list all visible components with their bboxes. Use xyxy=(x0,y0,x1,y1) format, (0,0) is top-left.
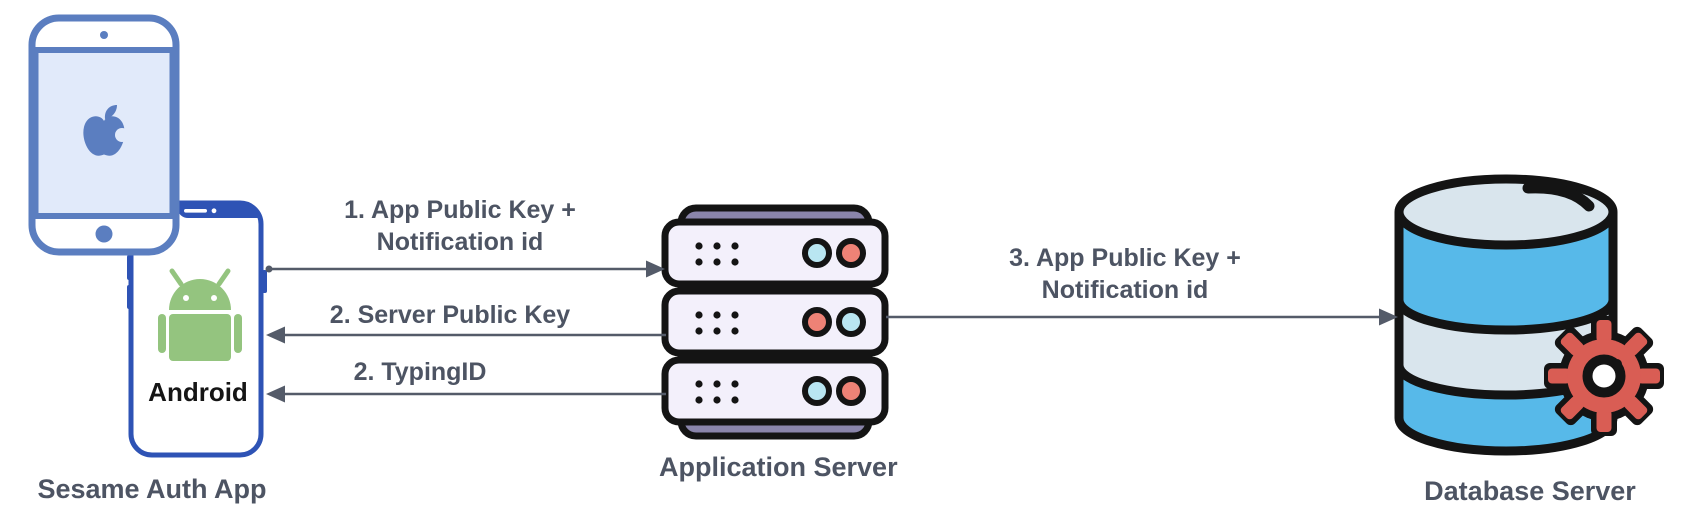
volume-button-1 xyxy=(127,255,132,280)
server-led-red xyxy=(836,376,866,406)
power-button xyxy=(262,270,267,293)
iphone-icon xyxy=(28,14,180,256)
apple-logo-icon xyxy=(83,105,129,156)
gear-icon xyxy=(1544,316,1664,436)
android-phone-icon xyxy=(127,200,267,458)
android-label: Android xyxy=(148,377,248,407)
server-led-blue xyxy=(802,376,832,406)
arrow-msg1-label-line1: 1. App Public Key + xyxy=(344,196,576,224)
server-led-blue xyxy=(802,238,832,268)
android-camera-dot xyxy=(211,208,217,214)
app-server-node-label: Application Server xyxy=(659,452,898,482)
iphone-camera-dot xyxy=(100,31,108,39)
server-unit-3 xyxy=(661,356,889,426)
arrow-msg1 xyxy=(265,260,665,278)
server-unit-1 xyxy=(661,218,889,288)
client-node-label: Sesame Auth App xyxy=(37,474,267,504)
arrow-msg4-label-line2: Notification id xyxy=(1041,276,1209,304)
arrow-msg4 xyxy=(886,308,1398,326)
db-server-node-label: Database Server xyxy=(1424,476,1636,506)
arrow-msg1-label-line2: Notification id xyxy=(376,228,544,256)
server-led-blue xyxy=(836,307,866,337)
arrow-msg3-label: 2. TypingID xyxy=(353,358,487,386)
android-robot-icon xyxy=(158,268,242,361)
database-server-icon xyxy=(1394,174,1664,456)
server-unit-2 xyxy=(661,287,889,357)
arrow-msg4-label: 3. App Public Key + Notification id xyxy=(975,242,1275,306)
arrow-msg2-label: 2. Server Public Key xyxy=(329,301,571,329)
arrow-msg3 xyxy=(266,385,666,403)
db-top-highlight xyxy=(1522,182,1595,212)
android-speaker xyxy=(184,209,207,213)
arrow-msg4-label-line1: 3. App Public Key + xyxy=(1009,244,1241,272)
arrow-msg1-label: 1. App Public Key + Notification id xyxy=(310,194,610,258)
server-led-red xyxy=(836,238,866,268)
volume-button-2 xyxy=(127,285,132,309)
android-phone-notch xyxy=(178,205,258,218)
arrow-msg2 xyxy=(266,326,666,344)
server-led-red xyxy=(802,307,832,337)
application-server-icon xyxy=(661,204,889,440)
iphone-home-button xyxy=(95,225,113,243)
